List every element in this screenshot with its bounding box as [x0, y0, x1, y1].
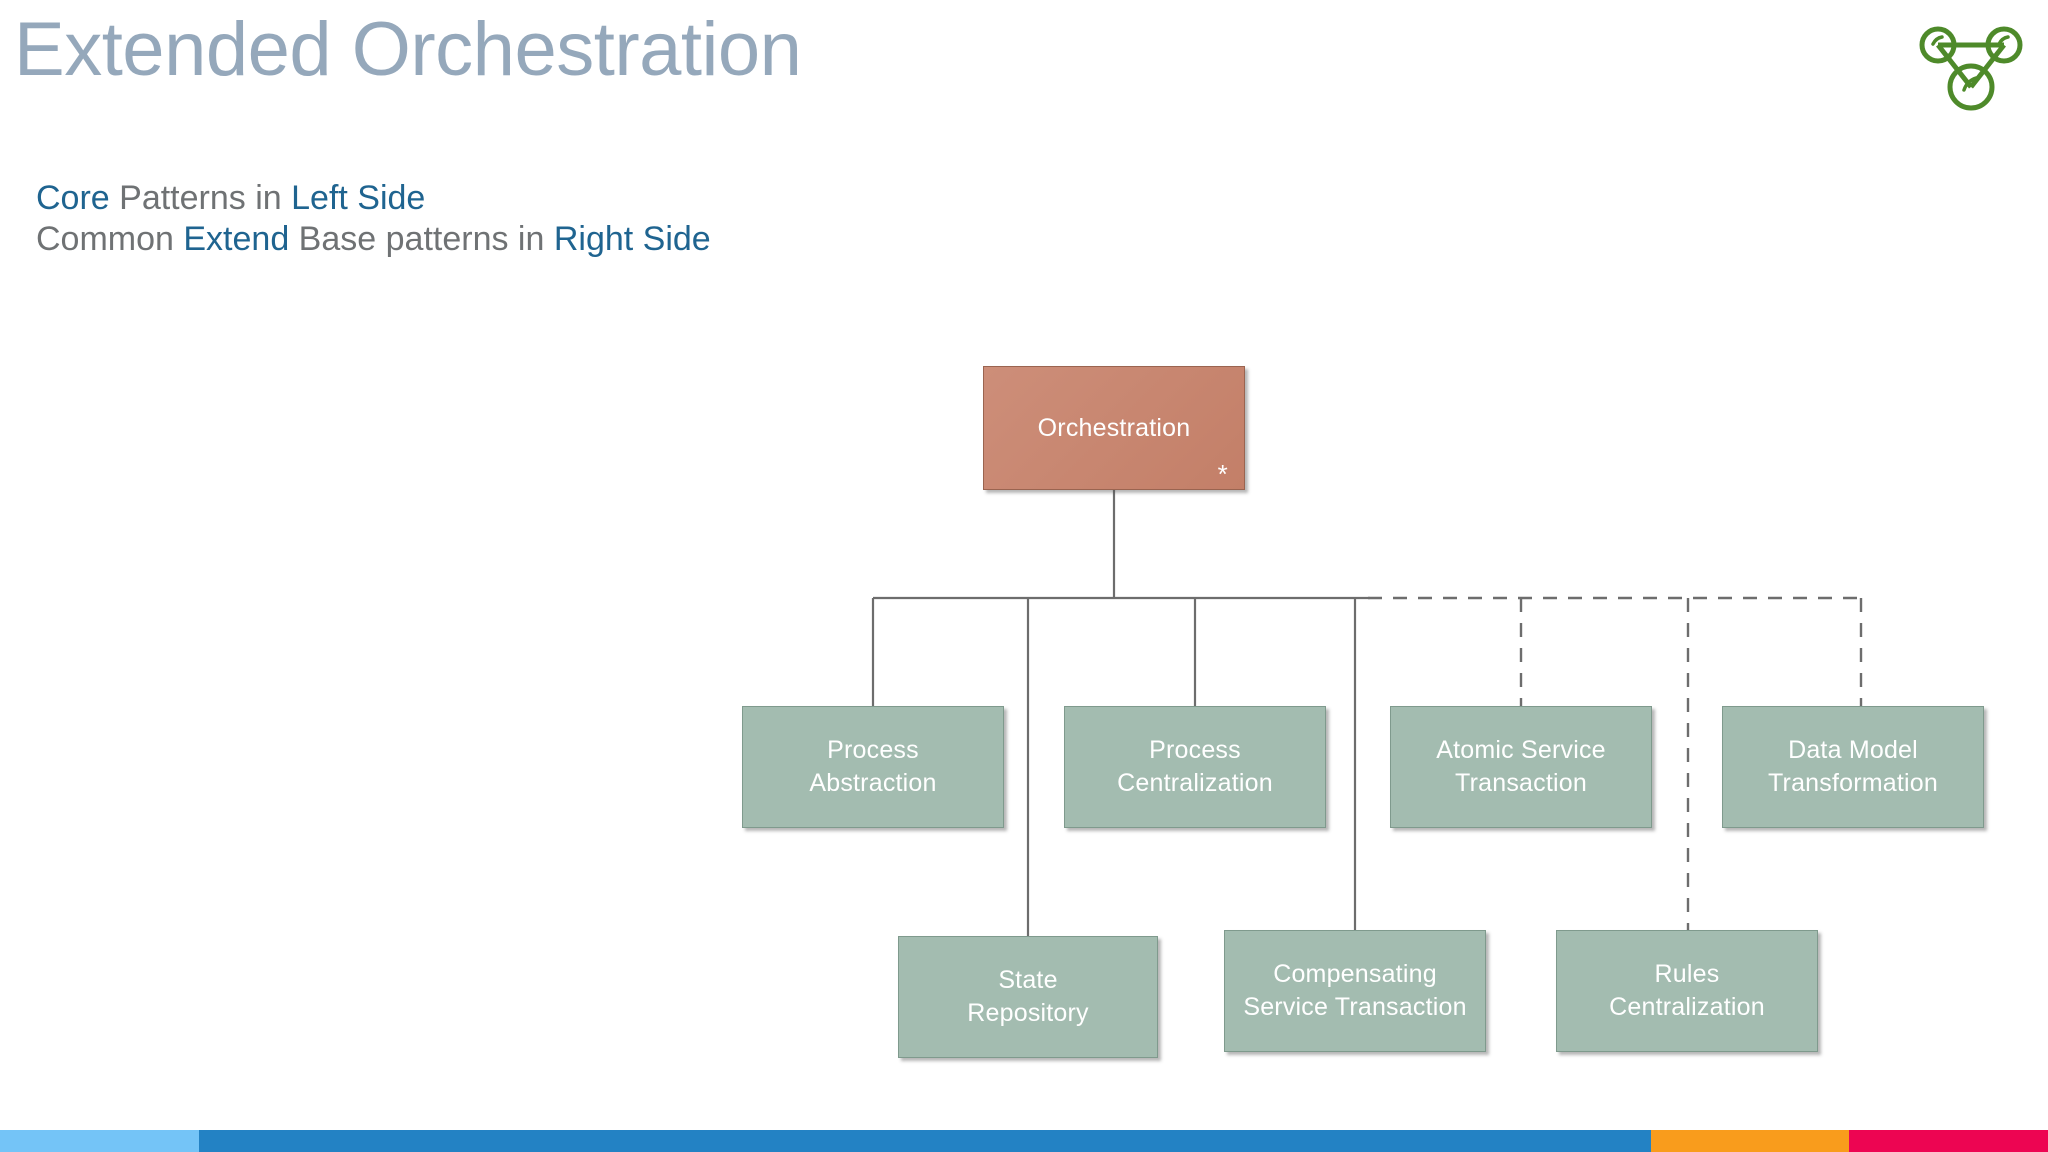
bar-segment-orange: [1650, 1130, 1850, 1152]
subtitle-l2-seg-2: Base patterns in: [289, 220, 554, 259]
page-title: Extended Orchestration: [14, 7, 802, 92]
subtitle-line-1: Core Patterns in Left Side: [36, 178, 711, 219]
node-state-repository-label: State Repository: [967, 966, 1089, 1027]
node-atomic-service-transaction[interactable]: Atomic Service Transaction: [1390, 706, 1652, 828]
node-compensating-service-transaction-label: Compensating Service Transaction: [1243, 960, 1467, 1021]
node-orchestration-label: Orchestration: [1037, 413, 1191, 442]
node-rules-centralization-label: Rules Centralization: [1609, 960, 1765, 1021]
bar-segment-pink: [1849, 1130, 2048, 1152]
subtitle-line-2: Common Extend Base patterns in Right Sid…: [36, 219, 711, 260]
node-rules-centralization[interactable]: Rules Centralization: [1556, 930, 1818, 1052]
node-process-abstraction-label: Process Abstraction: [809, 736, 937, 797]
node-process-abstraction[interactable]: Process Abstraction: [742, 706, 1004, 828]
subtitle-l1-seg-0: Core: [36, 179, 110, 217]
bar-segment-blue: [198, 1130, 1651, 1152]
node-process-centralization-label: Process Centralization: [1117, 736, 1273, 797]
node-atomic-service-transaction-label: Atomic Service Transaction: [1436, 736, 1606, 797]
node-orchestration[interactable]: Orchestration *: [983, 366, 1245, 490]
subtitle-l1-seg-2: Left Side: [291, 179, 426, 217]
subtitle-l1-seg-1: Patterns in: [109, 179, 292, 217]
node-data-model-transformation-label: Data Model Transformation: [1768, 736, 1938, 797]
bar-segment-light-blue: [0, 1130, 199, 1152]
node-data-model-transformation[interactable]: Data Model Transformation: [1722, 706, 1984, 828]
node-process-centralization[interactable]: Process Centralization: [1064, 706, 1326, 828]
network-nodes-logo: [1912, 8, 2030, 118]
asterisk-marker-icon: *: [1217, 459, 1228, 489]
subtitle-l2-seg-3: Right Side: [553, 220, 711, 259]
subtitle-block: Core Patterns in Left Side Common Extend…: [36, 178, 711, 261]
node-compensating-service-transaction[interactable]: Compensating Service Transaction: [1224, 930, 1486, 1052]
subtitle-l2-seg-1: Extend: [183, 220, 290, 259]
subtitle-l2-seg-0: Common: [36, 220, 184, 259]
bottom-color-bar: [0, 1130, 2048, 1152]
node-state-repository[interactable]: State Repository: [898, 936, 1158, 1058]
